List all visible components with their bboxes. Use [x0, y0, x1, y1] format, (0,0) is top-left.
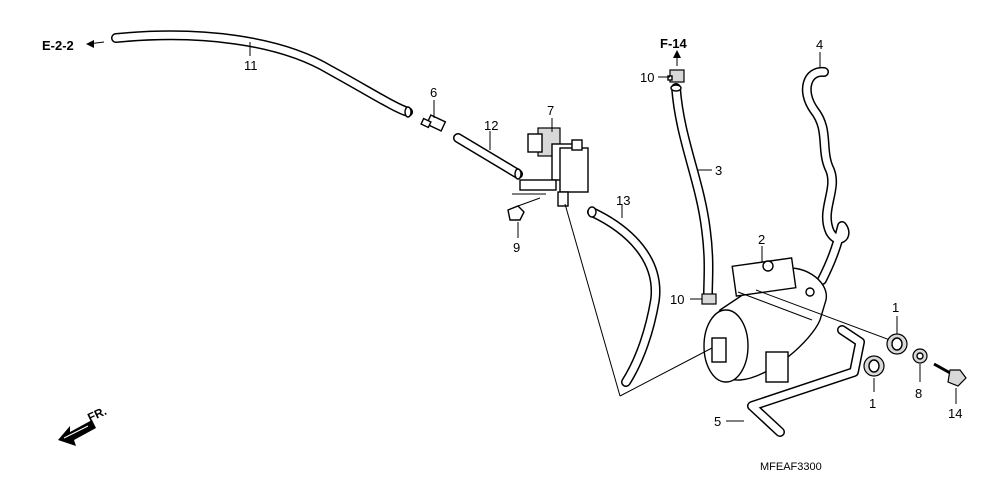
ref-f-14[interactable]: F-14 — [660, 36, 688, 51]
diagram-code: MFEAF3300 — [760, 461, 822, 473]
ref-e-2-2[interactable]: E-2-2 — [42, 38, 74, 53]
bolt-9 — [507, 197, 541, 221]
hose-4 — [801, 66, 850, 285]
callout-10-lower: 10 — [670, 292, 684, 307]
hose-13 — [587, 206, 661, 387]
clip-10-lower — [701, 293, 717, 305]
pipe-5 — [747, 325, 865, 437]
callout-13: 13 — [616, 193, 630, 208]
arrow-left-icon — [86, 40, 105, 48]
callout-9: 9 — [513, 240, 520, 255]
canister-2 — [703, 257, 827, 383]
callout-3: 3 — [715, 163, 722, 178]
callout-1-lower: 1 — [869, 396, 876, 411]
callout-10-top: 10 — [640, 70, 654, 85]
solenoid-valve-7 — [512, 127, 589, 207]
ref-line-b — [564, 203, 621, 397]
hose-11 — [111, 30, 413, 118]
callout-14: 14 — [948, 406, 962, 421]
callout-1-upper: 1 — [892, 300, 899, 315]
callout-6: 6 — [430, 85, 437, 100]
grommet-1-lower — [863, 355, 885, 377]
collar-8 — [912, 348, 928, 364]
front-direction-arrow-icon — [58, 420, 96, 446]
callout-12: 12 — [484, 118, 498, 133]
clip-10-top — [667, 69, 685, 83]
callout-8: 8 — [915, 386, 922, 401]
ref-line-a — [619, 347, 713, 397]
callout-7: 7 — [547, 103, 554, 118]
callout-2: 2 — [758, 232, 765, 247]
hose-3 — [670, 83, 714, 299]
callout-11: 11 — [244, 58, 258, 73]
arrow-up-icon — [673, 50, 681, 66]
callout-4: 4 — [816, 37, 823, 52]
front-direction-label: FR. — [85, 404, 108, 425]
grommet-1-upper — [886, 333, 908, 355]
hose-12 — [453, 133, 523, 180]
callout-5: 5 — [714, 414, 721, 429]
ref-line-c — [755, 289, 891, 341]
joint-6 — [420, 114, 447, 132]
bolt-14 — [933, 362, 967, 387]
